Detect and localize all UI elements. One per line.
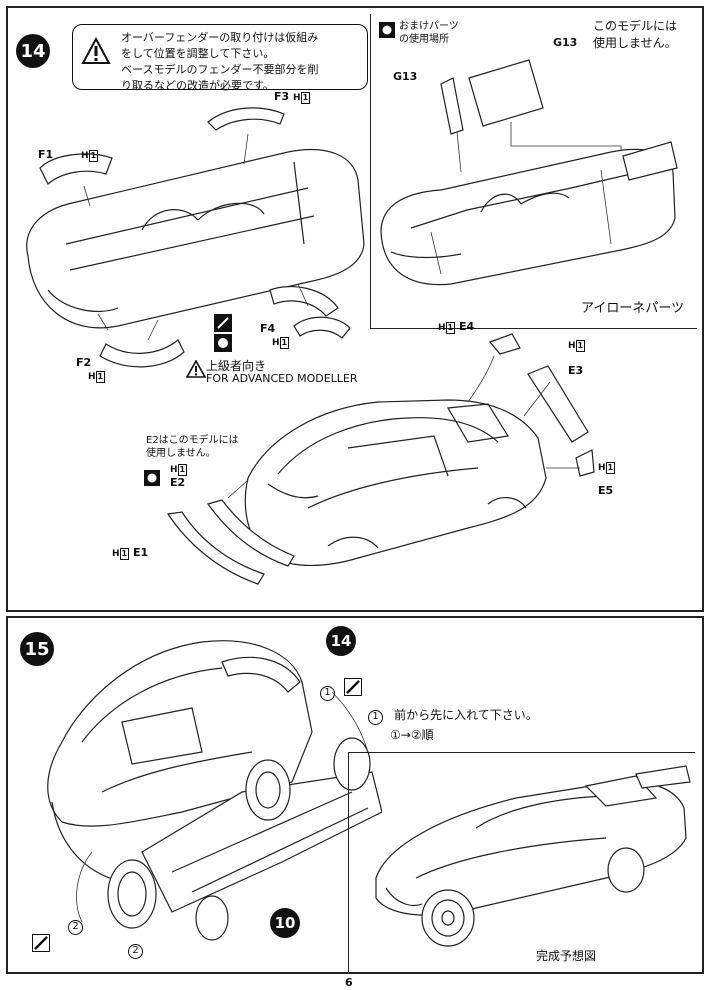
glue-mark: H (598, 463, 606, 473)
final-preview-frame (348, 752, 695, 973)
bonus-car-drawing (380, 59, 678, 286)
bonus-parts-icon (144, 470, 160, 486)
warning-text: オーバーフェンダーの取り付けは仮組み をして位置を調整して下さい。 ベースモデル… (121, 30, 318, 94)
warning-line: をして位置を調整して下さい。 (121, 47, 275, 60)
body-chassis-drawing (47, 640, 382, 941)
e2-note-line: E2はこのモデルには (146, 435, 239, 446)
glue-box: 1 (95, 371, 106, 383)
page-number: 6 (345, 976, 353, 989)
insertion-instruction: 前から先に入れて下さい。 (394, 708, 538, 722)
step-15-number: 15 (20, 632, 54, 666)
e3-text: E3 (568, 364, 584, 377)
e5-text: E5 (598, 484, 614, 497)
order-marker-1-top: 1 (320, 680, 335, 701)
warning-line: ベースモデルのフェンダー不要部分を削 (121, 63, 319, 76)
part-label-g13-top: G13 (553, 36, 578, 49)
order-circle: 2 (128, 943, 143, 959)
warning-box: オーバーフェンダーの取り付けは仮組み をして位置を調整して下さい。 ベースモデル… (72, 24, 368, 92)
e2-note: E2はこのモデルには 使用しません。 (146, 434, 239, 460)
advanced-label-en: FOR ADVANCED MODELLER (206, 372, 358, 385)
glue-mark: H (88, 372, 96, 382)
step-14-top-car-drawing (26, 107, 365, 368)
glue-box: 1 (88, 150, 99, 162)
step-14-bottom-car-drawing (166, 333, 595, 585)
warning-line: り取るなどの改造が必要です。 (121, 79, 274, 92)
glue-mark: H (568, 341, 576, 351)
not-used-note: このモデルには 使用しません。 (593, 18, 677, 52)
f1-text: F1 (38, 148, 54, 161)
glue-mark: H (112, 549, 120, 559)
step-14-panel: 14 オーバーフェンダーの取り付けは仮組み をして位置を調整して下さい。 ベース… (6, 6, 704, 612)
order-marker-2-lower: 2 (128, 938, 143, 959)
order-circle: 2 (68, 919, 83, 935)
order-marker-2-upper: 2 (68, 914, 83, 935)
bonus-parts-panel: おまけパーツ の使用場所 このモデルには 使用しません。 G13 G13 アイロ… (370, 14, 697, 329)
final-preview-caption: 完成予想図 (536, 949, 597, 963)
glue-mark: H (272, 338, 280, 348)
step-14-number: 14 (16, 34, 50, 68)
glue-box: 1 (445, 322, 456, 334)
bonus-parts-icon (214, 334, 232, 352)
e4-text: E4 (458, 320, 475, 333)
f3-text: F3 (274, 90, 290, 103)
glue-mark: H (170, 465, 178, 475)
e2-text: E2 (170, 476, 186, 489)
bonus-parts-icon (379, 22, 395, 38)
reference-step-14: 14 (326, 626, 356, 656)
glue-box: 1 (119, 548, 130, 560)
step-15-panel: 15 14 10 1 1 前から先に入れて下さい。 ①→②順 2 2 (6, 616, 704, 974)
caution-icon (81, 37, 111, 64)
not-used-line: 使用しません。 (593, 36, 677, 50)
glue-box: 1 (279, 337, 290, 349)
reference-step-10: 10 (270, 908, 300, 938)
bonus-label-line: おまけパーツ (399, 21, 459, 32)
f2-text: F2 (76, 356, 92, 369)
insertion-order: ①→②順 (390, 727, 434, 742)
glue-mark: H (438, 323, 446, 333)
bonus-label-line: の使用場所 (399, 34, 449, 45)
final-preview-car (375, 765, 691, 947)
bonus-caption: アイローネパーツ (581, 301, 685, 316)
part-label-g13-left: G13 (393, 70, 418, 83)
glue-mark: H (81, 151, 89, 161)
glue-box: 1 (177, 464, 188, 476)
glue-box: 1 (575, 340, 586, 352)
warning-line: オーバーフェンダーの取り付けは仮組み (121, 31, 319, 44)
order-circle: 1 (320, 685, 335, 701)
paint-icon (344, 678, 362, 696)
f4-text: F4 (260, 322, 276, 335)
not-used-line: このモデルには (593, 19, 678, 33)
instruction-block: 1 前から先に入れて下さい。 ①→②順 (368, 704, 538, 744)
caution-icon (186, 360, 206, 378)
paint-icon (32, 934, 50, 952)
advanced-label-jp: 上級者向き (206, 359, 267, 373)
paint-icon (214, 314, 232, 332)
glue-mark: H (293, 93, 301, 103)
e1-text: E1 (132, 546, 149, 559)
glue-box: 1 (300, 92, 311, 104)
glue-box: 1 (605, 462, 616, 474)
e2-note-line: 使用しません。 (146, 448, 216, 459)
